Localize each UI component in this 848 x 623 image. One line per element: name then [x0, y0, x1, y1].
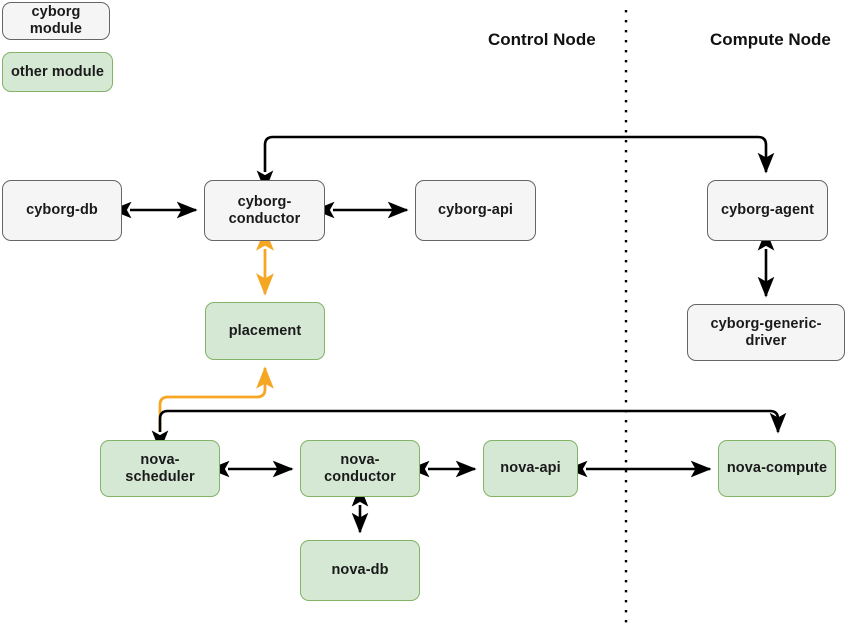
node-nova-api-label: nova-api: [500, 460, 561, 477]
node-nova-db-label: nova-db: [331, 562, 389, 579]
node-nova-api[interactable]: nova-api: [483, 440, 578, 497]
zone-title-control-node: Control Node: [488, 30, 596, 49]
node-cyborg-generic-driver-label: cyborg-generic-driver: [710, 315, 822, 349]
node-nova-scheduler-label: nova-scheduler: [125, 451, 195, 485]
node-nova-compute-label: nova-compute: [726, 460, 828, 477]
legend-cyborg-module-label: cyborg module: [29, 4, 83, 37]
node-cyborg-generic-driver[interactable]: cyborg-generic-driver: [687, 304, 845, 361]
node-cyborg-agent[interactable]: cyborg-agent: [707, 180, 828, 241]
connector-cyborg-conductor-cyborg-agent: [256, 135, 775, 192]
node-cyborg-conductor[interactable]: cyborg-conductor: [204, 180, 325, 241]
node-nova-conductor[interactable]: nova-conductor: [300, 440, 420, 497]
node-nova-db[interactable]: nova-db: [300, 540, 420, 601]
node-cyborg-api-label: cyborg-api: [437, 202, 514, 219]
node-nova-conductor-label: nova-conductor: [324, 451, 396, 485]
legend-other-module-label: other module: [10, 63, 105, 80]
connector-nova-scheduler-placement: [158, 366, 274, 432]
legend-cyborg-module: cyborg module: [2, 2, 110, 40]
legend-other-module: other module: [2, 52, 113, 92]
node-cyborg-db-label: cyborg-db: [26, 202, 98, 219]
node-cyborg-api[interactable]: cyborg-api: [415, 180, 536, 241]
node-nova-compute[interactable]: nova-compute: [718, 440, 836, 497]
zone-title-compute-node: Compute Node: [710, 30, 831, 49]
connector-nova-bus: [151, 409, 787, 452]
node-nova-scheduler[interactable]: nova-scheduler: [100, 440, 220, 497]
node-placement-label: placement: [228, 322, 302, 339]
node-placement[interactable]: placement: [205, 302, 325, 360]
node-cyborg-conductor-label: cyborg-conductor: [228, 193, 301, 227]
node-cyborg-db[interactable]: cyborg-db: [2, 180, 122, 241]
node-cyborg-agent-label: cyborg-agent: [720, 202, 815, 219]
